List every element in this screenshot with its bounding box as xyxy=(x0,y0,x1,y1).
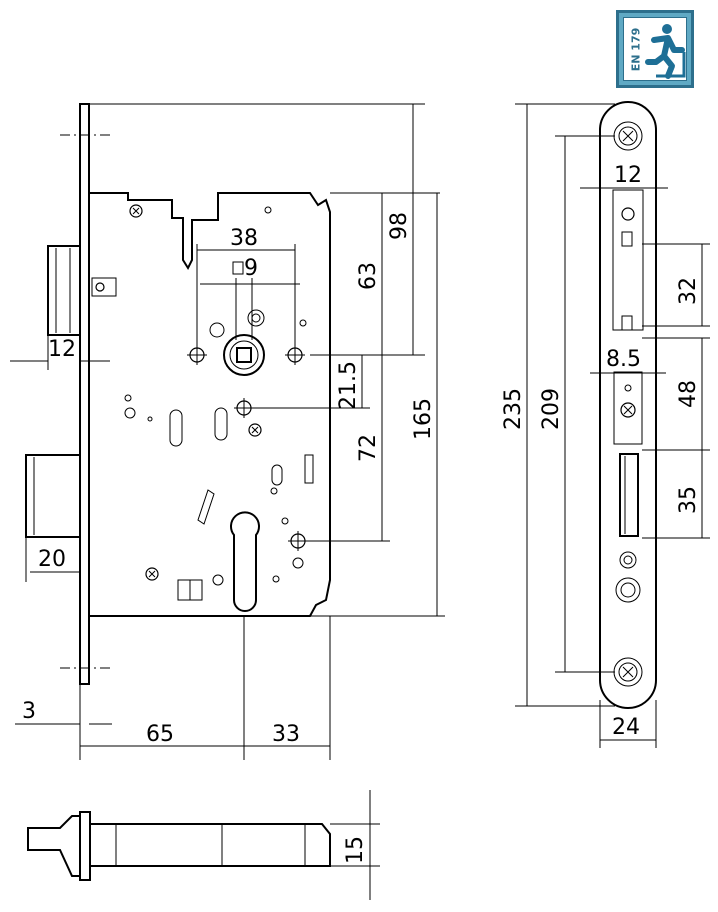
dim-38: 38 xyxy=(230,226,258,251)
dim-21-5: 21.5 xyxy=(336,361,361,410)
dim-24: 24 xyxy=(612,715,640,740)
screws xyxy=(124,204,307,586)
dim-65: 65 xyxy=(146,722,174,747)
dim-63: 63 xyxy=(356,262,381,290)
dim-20: 20 xyxy=(38,547,66,572)
dim-15: 15 xyxy=(343,836,368,864)
dead-bolt xyxy=(25,454,81,538)
dim-48: 48 xyxy=(676,380,701,408)
slots xyxy=(169,407,314,601)
dim-235: 235 xyxy=(501,388,526,430)
dim-3: 3 xyxy=(22,699,36,724)
dim-33: 33 xyxy=(272,722,300,747)
lock-case xyxy=(88,192,331,617)
running-man-icon xyxy=(645,24,686,79)
dim-9: 9 xyxy=(244,256,258,281)
latch-bolt xyxy=(47,245,117,336)
dim-8-5: 8.5 xyxy=(606,347,641,372)
follower xyxy=(209,261,265,376)
dimension-labels: 38 9 98 63 12 21.5 72 165 20 3 65 33 235… xyxy=(22,163,701,864)
face-plate xyxy=(599,101,657,709)
dim-209: 209 xyxy=(539,388,564,430)
dim-32: 32 xyxy=(676,277,701,305)
plate-dimension-lines xyxy=(515,103,710,748)
dimension-lines xyxy=(10,103,445,760)
fixing-holes xyxy=(187,345,308,551)
en179-badge: EN 179 xyxy=(616,10,694,88)
side-view xyxy=(27,790,380,900)
front-plate xyxy=(60,103,110,685)
dim-12-left: 12 xyxy=(48,337,76,362)
dim-72: 72 xyxy=(356,434,381,462)
dim-12-plate: 12 xyxy=(614,163,642,188)
dim-35: 35 xyxy=(676,486,701,514)
cylinder-cutout xyxy=(230,511,260,612)
dim-98: 98 xyxy=(387,212,412,240)
dim-165: 165 xyxy=(411,398,436,440)
